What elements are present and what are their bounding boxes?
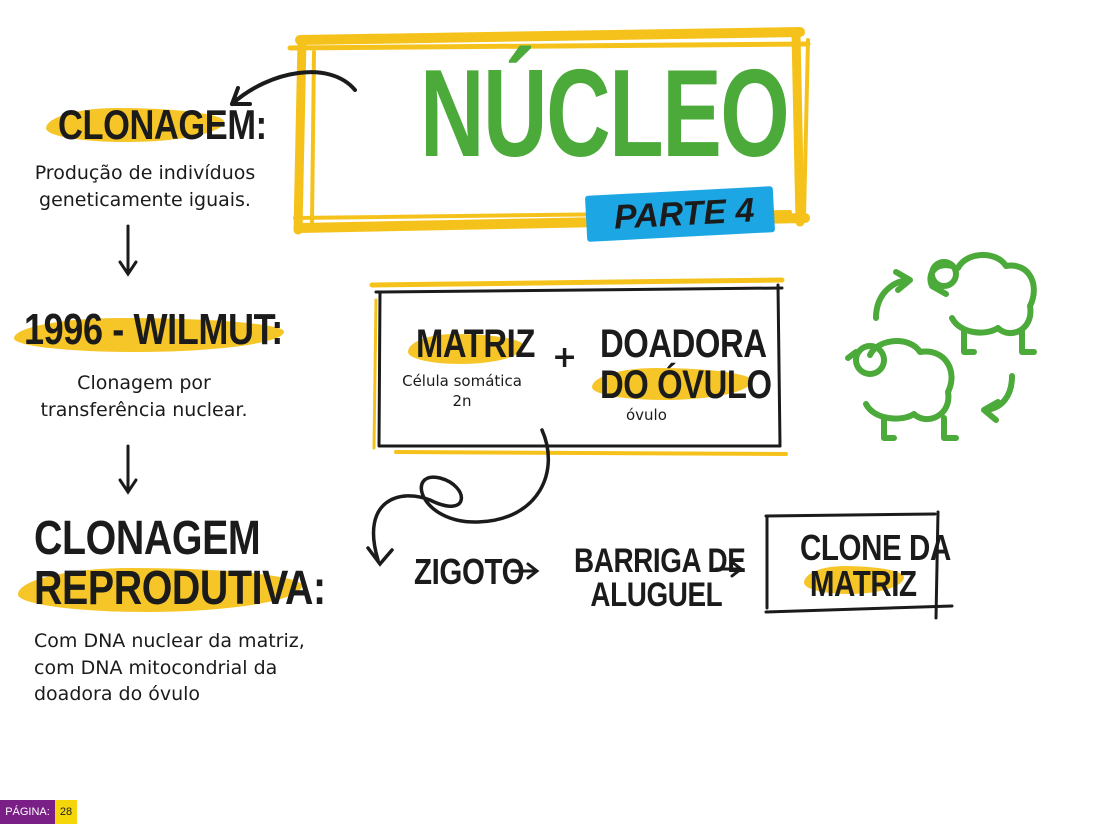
down-arrow-2	[118, 444, 138, 495]
plus-sign: +	[552, 340, 578, 375]
sheep-cycle-icon	[845, 251, 1037, 441]
heading-line: DO ÓVULO	[600, 362, 772, 407]
text-line: Com DNA nuclear da matriz,	[34, 630, 305, 652]
part-label: PARTE 4	[613, 191, 756, 237]
main-box	[369, 277, 788, 456]
text-line: geneticamente iguais.	[39, 188, 251, 211]
down-arrow-1	[118, 224, 138, 277]
label-doadora: DOADORA DO ÓVULO	[600, 324, 772, 406]
heading-line: DOADORA	[600, 322, 767, 366]
heading-reprodutiva: CLONAGEM REPRODUTIVA:	[34, 512, 326, 616]
page-title: NÚCLEO	[420, 45, 790, 183]
label-clone: CLONE DA MATRIZ	[800, 530, 951, 602]
loop-arrow	[366, 428, 551, 567]
text-line: com DNA mitocondrial da	[34, 656, 278, 679]
flow-arrow-1	[510, 562, 540, 580]
heading-line: CLONAGEM	[34, 512, 261, 565]
arrow-title-to-clonagem	[230, 70, 357, 106]
heading-line: REPRODUTIVA:	[34, 562, 326, 616]
heading-line: CLONE DA	[800, 527, 951, 568]
text-line: transferência nuclear.	[40, 398, 248, 421]
label-zigoto: ZIGOTO	[414, 551, 525, 592]
text-line: Produção de indivíduos	[34, 162, 256, 184]
label-matriz: MATRIZ	[416, 322, 535, 366]
page-number: 28	[55, 800, 77, 824]
text-line: Clonagem por	[77, 372, 211, 394]
text-reprodutiva: Com DNA nuclear da matriz, com DNA mitoc…	[34, 628, 324, 708]
text-clonagem: Produção de indivíduos geneticamente igu…	[30, 160, 260, 213]
flow-arrow-2	[714, 560, 744, 578]
text-line: Célula somática	[402, 372, 522, 390]
heading-wilmut: 1996 - WILMUT:	[24, 305, 283, 354]
heading-line: BARRIGA DE	[574, 542, 746, 580]
sub-doadora: óvulo	[626, 406, 667, 424]
text-line: doadora do óvulo	[34, 683, 201, 706]
heading-line: MATRIZ	[809, 563, 917, 604]
page-label: PÁGINA:	[0, 800, 55, 824]
heading-clonagem: CLONAGEM:	[58, 101, 267, 148]
sub-matriz: Célula somática 2n	[392, 372, 532, 411]
title-frame	[287, 27, 811, 235]
heading-line: ALUGUEL	[590, 576, 723, 614]
text-line: 2n	[452, 391, 472, 410]
label-barriga: BARRIGA DE ALUGUEL	[574, 542, 746, 614]
text-wilmut: Clonagem por transferência nuclear.	[24, 370, 264, 423]
clone-box	[764, 510, 954, 620]
